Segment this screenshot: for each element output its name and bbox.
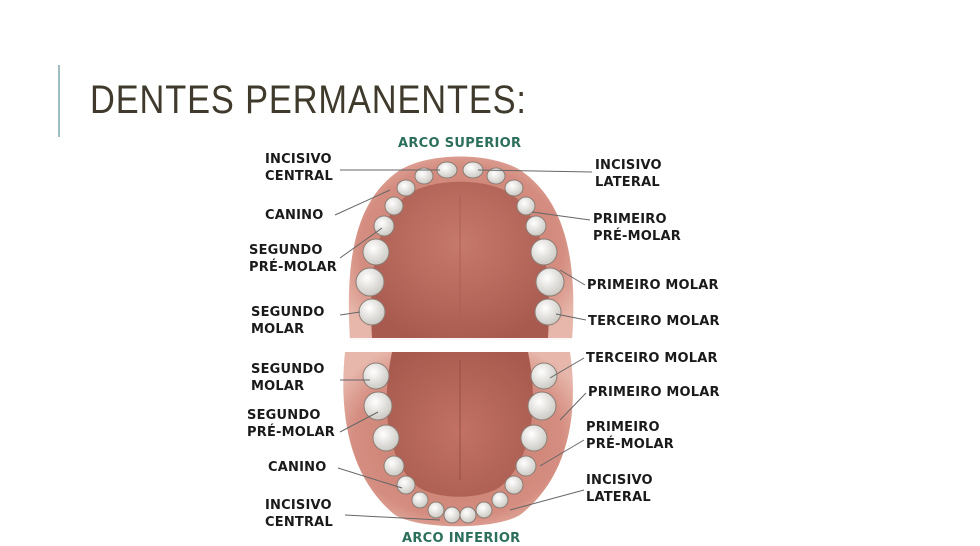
lower-tooth [396, 475, 416, 495]
leader-line [549, 357, 585, 379]
upper-left-incisivo-central-label: INCISIVO CENTRAL [265, 152, 333, 184]
upper-tooth [414, 167, 434, 185]
leader-line [559, 392, 587, 421]
slide-title: DENTES PERMANENTES: [90, 78, 527, 122]
upper-tooth [525, 215, 547, 237]
lower-left-canino-label: CANINO [268, 460, 327, 475]
lower-left-segundo-pre-molar-label: SEGUNDO PRÉ-MOLAR [247, 408, 335, 440]
lower-arch-title: ARCO INFERIOR [402, 531, 521, 546]
upper-arch-title: ARCO SUPERIOR [398, 136, 522, 151]
lower-tooth [515, 455, 537, 477]
leader-line [539, 439, 585, 467]
lower-right-primeiro-molar-label: PRIMEIRO MOLAR [588, 385, 720, 400]
title-accent-bar [58, 65, 60, 137]
upper-tooth [535, 267, 565, 297]
upper-tooth [534, 298, 562, 326]
upper-right-incisivo-lateral-label: INCISIVO LATERAL [595, 158, 662, 190]
lower-tooth [475, 501, 493, 519]
lower-tooth [372, 424, 400, 452]
upper-tooth [355, 267, 385, 297]
leader-line [509, 489, 585, 511]
leader-line [337, 467, 403, 489]
leader-line [339, 227, 383, 259]
lower-tooth [520, 424, 548, 452]
leader-line [334, 189, 391, 216]
arch-separator [340, 338, 580, 350]
upper-tooth [362, 238, 390, 266]
lower-tooth [427, 501, 445, 519]
lower-arch [343, 352, 573, 527]
lower-left-segundo-molar-label: SEGUNDO MOLAR [251, 362, 325, 394]
lower-tooth [383, 455, 405, 477]
upper-tooth [396, 179, 416, 197]
upper-left-segundo-pre-molar-label: SEGUNDO PRÉ-MOLAR [249, 243, 337, 275]
lower-right-incisivo-lateral-label: INCISIVO LATERAL [586, 473, 653, 505]
upper-tooth [486, 167, 506, 185]
lower-right-terceiro-molar-label: TERCEIRO MOLAR [586, 351, 718, 366]
lower-tooth [411, 491, 429, 509]
leader-line [339, 311, 361, 316]
upper-arch [348, 156, 574, 340]
lower-left-incisivo-central-label: INCISIVO CENTRAL [265, 498, 333, 530]
upper-right-terceiro-molar-label: TERCEIRO MOLAR [588, 314, 720, 329]
lower-tooth [362, 362, 390, 390]
leader-line [559, 269, 586, 286]
lower-tooth [530, 362, 558, 390]
lower-tooth [527, 391, 557, 421]
leader-line [555, 313, 587, 321]
upper-right-primeiro-pre-molar-label: PRIMEIRO PRÉ-MOLAR [593, 212, 681, 244]
leader-line [477, 169, 593, 173]
upper-left-canino-label: CANINO [265, 208, 324, 223]
leader-line [344, 514, 441, 521]
upper-tooth [384, 196, 404, 216]
upper-left-segundo-molar-label: SEGUNDO MOLAR [251, 305, 325, 337]
lower-tooth [443, 506, 461, 524]
upper-tooth [373, 215, 395, 237]
lower-teeth [362, 362, 558, 524]
upper-right-primeiro-molar-label: PRIMEIRO MOLAR [587, 278, 719, 293]
upper-tooth [530, 238, 558, 266]
leader-lines [334, 169, 593, 521]
upper-tooth [504, 179, 524, 197]
upper-teeth [355, 161, 565, 326]
lower-tooth [504, 475, 524, 495]
upper-tooth [358, 298, 386, 326]
lower-tooth [363, 391, 393, 421]
leader-line [339, 411, 379, 433]
lower-tooth [491, 491, 509, 509]
leader-line [531, 211, 591, 221]
upper-tooth [516, 196, 536, 216]
lower-right-primeiro-pre-molar-label: PRIMEIRO PRÉ-MOLAR [586, 420, 674, 452]
lower-tooth [459, 506, 477, 524]
